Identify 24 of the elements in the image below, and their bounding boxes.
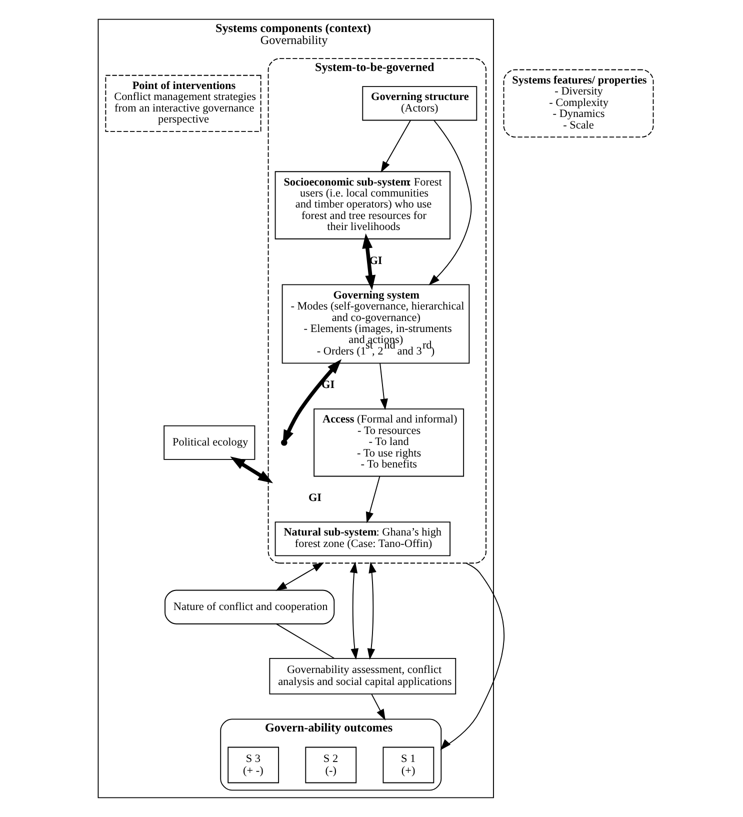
node-box: Nature of conflict and cooperation (164, 590, 334, 624)
edge-label: GI (308, 492, 322, 504)
node-box: Governability assessment, conflict analysis and social capital applications (268, 658, 456, 694)
arrow (428, 120, 472, 286)
node-box: S 3 (+ -) (227, 746, 279, 784)
node-box: Socioeconomic sub-system: Forest users (i.e. local communities and timber operators) who use forest and tree resources for their livelihoods (274, 171, 450, 240)
arrow (380, 120, 410, 173)
arrow (230, 456, 273, 484)
arrow (440, 562, 504, 750)
connector (275, 623, 334, 659)
node-box: S 2 (-) (304, 746, 356, 784)
arrow (365, 476, 380, 524)
arrow (349, 562, 358, 660)
node-box: Political ecology (163, 425, 255, 460)
arrow (370, 694, 385, 720)
arrow (379, 362, 388, 410)
arrow (275, 562, 324, 591)
node-box: Natural sub-system: Ghana’s high forest zone (Case: Tano-Offin) (274, 522, 450, 556)
arrow (366, 562, 376, 660)
node-box: Governing structure (Actors) (362, 86, 477, 121)
node-box: S 1 (+) (382, 746, 434, 784)
node-box: Systems features/ properties - Diversity - Complexity - Dynamics - Scale (502, 69, 654, 138)
node-box: Access (Formal and informal) - To resources - To land - To use rights - To benefits (313, 408, 464, 477)
node-box: Point of interventions Conflict management strategies from an interactive governance perspective (104, 74, 261, 132)
